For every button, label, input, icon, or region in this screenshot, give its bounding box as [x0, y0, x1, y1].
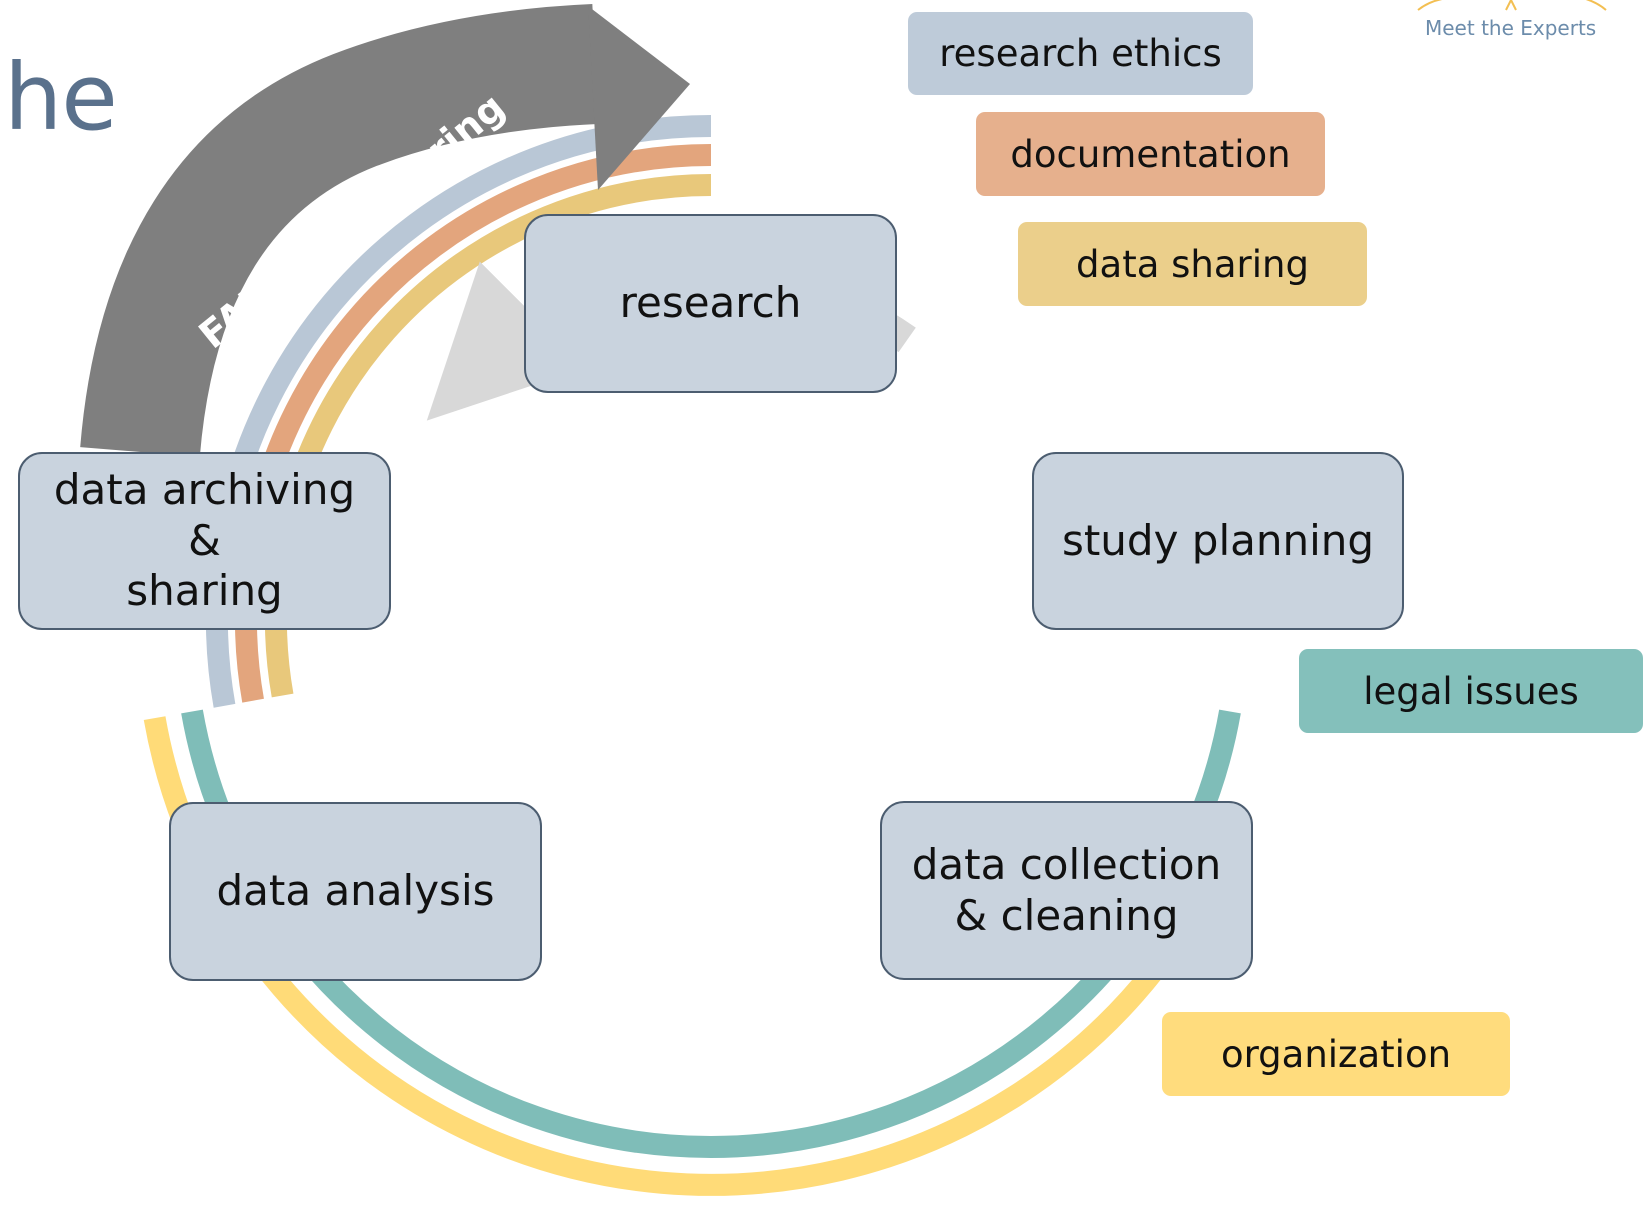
stage-study-planning: study planning [1032, 452, 1404, 630]
stage-data-archiving-sharing: data archiving & sharing [18, 452, 391, 630]
topic-label-research-ethics: research ethics [908, 12, 1253, 95]
topic-label-legal-issues: legal issues [1299, 649, 1643, 733]
stage-label-study-planning: study planning [1061, 515, 1375, 565]
stage-research: research [524, 214, 897, 393]
stage-data-analysis: data analysis [169, 802, 542, 981]
topic-label-organization: organization [1162, 1012, 1510, 1096]
stage-label-data-analysis: data analysis [216, 866, 495, 916]
topic-label-documentation: documentation [976, 112, 1325, 196]
stage-label-research: research [619, 278, 802, 328]
fair-arrow-band [80, 4, 598, 458]
topic-label-data-sharing: data sharing [1018, 222, 1367, 306]
title-fragment: he [4, 44, 118, 151]
stage-label-data-collection-cleaning: data collection & cleaning [911, 840, 1222, 940]
fair-arrow-head [588, 6, 690, 190]
stage-label-data-archiving-sharing: data archiving & sharing [53, 465, 356, 616]
brand-tagline: Meet the Experts [1425, 16, 1597, 40]
stage-data-collection-cleaning: data collection & cleaning [880, 801, 1253, 980]
brand-logo-fragment [1417, 0, 1607, 11]
